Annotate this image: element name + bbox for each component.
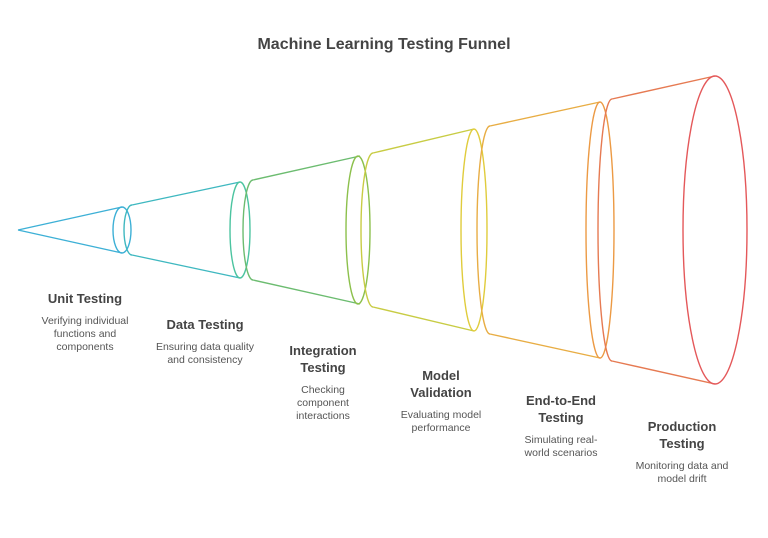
stage-description: Evaluating model performance xyxy=(400,409,482,434)
stage-description: Checking component interactions xyxy=(296,384,350,422)
funnel-segment-end-to-end-testing xyxy=(476,101,615,359)
stage-description: Verifying individual functions and compo… xyxy=(41,315,129,353)
stage-integration-testing: Integration Testing Checking component i… xyxy=(272,342,374,423)
stage-title: End-to-End Testing xyxy=(525,393,597,425)
stage-title: Data Testing xyxy=(166,317,244,332)
stage-description: Monitoring data and model drift xyxy=(635,460,729,485)
stage-title: Unit Testing xyxy=(47,291,123,306)
stage-description: Simulating real-world scenarios xyxy=(524,434,598,459)
funnel-segment-integration-testing xyxy=(242,155,371,305)
stage-model-validation: Model Validation Evaluating model perfor… xyxy=(390,367,492,435)
funnel-segment-model-validation xyxy=(360,128,488,332)
stage-end-to-end-testing: End-to-End Testing Simulating real-world… xyxy=(508,392,614,460)
stage-unit-testing: Unit Testing Verifying individual functi… xyxy=(22,290,148,354)
stage-data-testing: Data Testing Ensuring data quality and c… xyxy=(142,316,268,367)
stage-production-testing: Production Testing Monitoring data and m… xyxy=(626,418,738,486)
funnel-segment-production-testing xyxy=(597,75,748,385)
stage-title: Model Validation xyxy=(410,368,472,400)
funnel-segment-data-testing xyxy=(123,181,251,279)
stage-description: Ensuring data quality and consistency xyxy=(155,341,255,366)
stage-title: Integration Testing xyxy=(289,343,357,375)
diagram-title: Machine Learning Testing Funnel xyxy=(257,36,511,53)
funnel-segment-unit-testing xyxy=(17,206,132,254)
stage-title: Production Testing xyxy=(647,419,717,451)
